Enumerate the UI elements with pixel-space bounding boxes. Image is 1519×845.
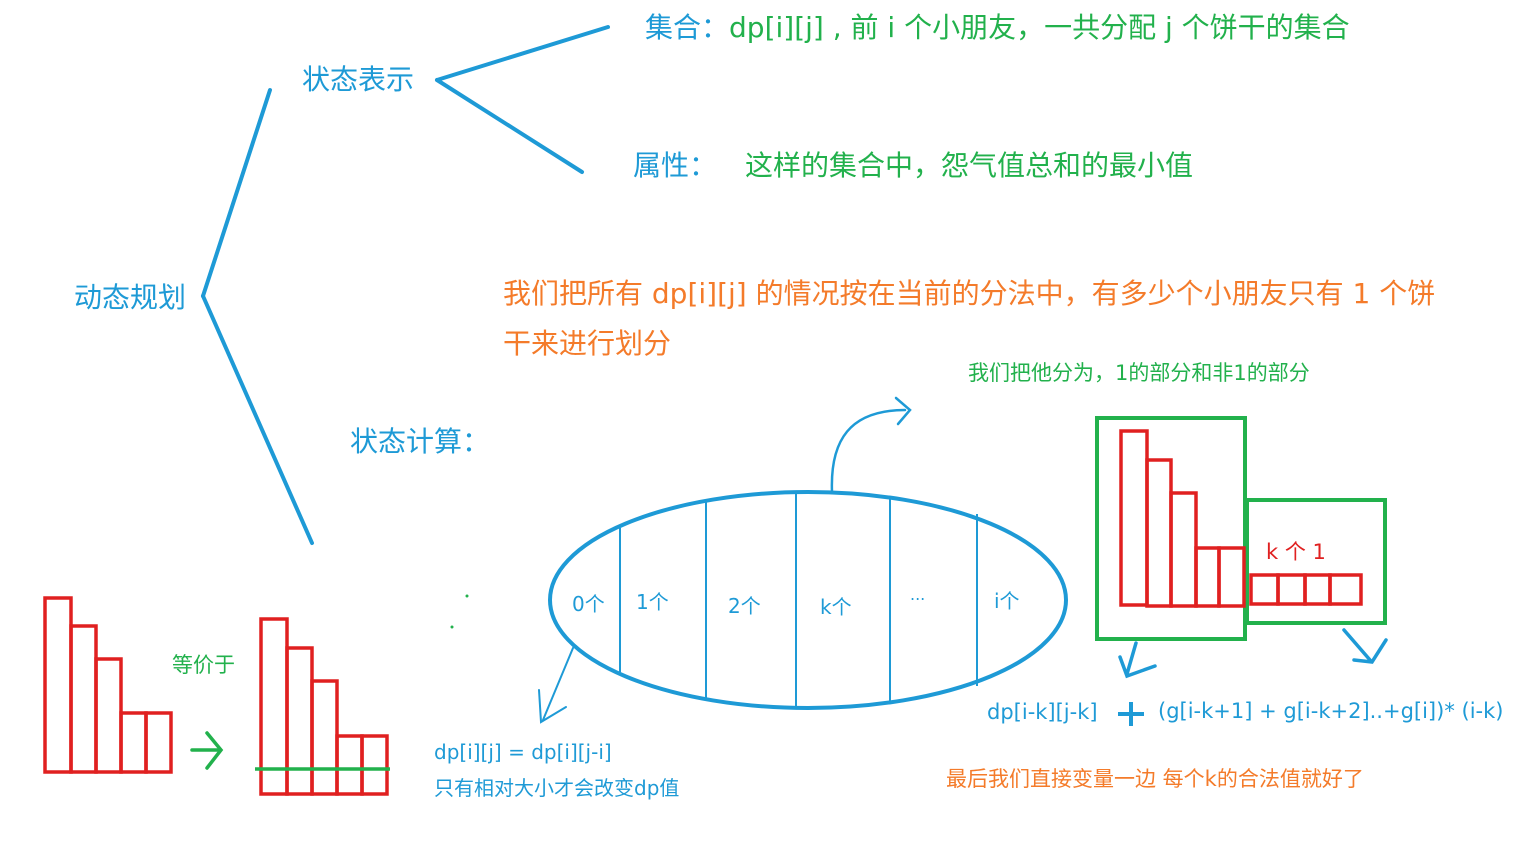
set-label: 集合： <box>645 11 730 44</box>
attr-text: 这样的集合中，怨气值总和的最小值 <box>745 149 1194 182</box>
equivalent-arrow <box>190 731 224 770</box>
staircase-original <box>43 596 173 774</box>
tree-branch-lower <box>201 294 314 545</box>
zero-case-arrow <box>538 647 574 724</box>
set-row: 集合：dp[i][j] , 前 i 个小朋友，一共分配 j 个饼干的集合 <box>645 11 1350 44</box>
one-part-box <box>1245 498 1387 625</box>
segment-label-k: k个 <box>820 595 852 619</box>
left-box-arrow <box>1118 641 1157 679</box>
zero-case-formula: dp[i][j] = dp[i][j-i] <box>434 740 612 764</box>
plus-sign <box>1118 702 1144 726</box>
zero-case-note: 只有相对大小才会改变dp值 <box>434 776 680 800</box>
segment-label-ellipsis: ... <box>910 585 926 604</box>
partition-note-line2: 干来进行划分 <box>503 327 672 360</box>
partition-ellipse <box>548 490 1068 710</box>
k-case-formula-right: (g[i-k+1] + g[i-k+2]..+g[i])* (i-k) <box>1158 699 1504 723</box>
set-text: dp[i][j] , 前 i 个小朋友，一共分配 j 个饼干的集合 <box>729 11 1350 44</box>
staircase-shifted <box>259 617 389 796</box>
attr-label: 属性： <box>633 149 718 182</box>
staircase-split <box>1119 429 1246 608</box>
root-label: 动态规划 <box>74 281 187 314</box>
state-repr-label: 状态表示 <box>302 63 415 96</box>
up-arrow <box>830 396 912 494</box>
k-ones-label: k 个 1 <box>1266 540 1326 564</box>
state-branch-bottom <box>435 78 584 174</box>
equivalent-label: 等价于 <box>172 653 235 677</box>
attr-row: 属性： 这样的集合中，怨气值总和的最小值 <box>633 149 1194 182</box>
final-note: 最后我们直接变量一边 每个k的合法值就好了 <box>946 767 1364 791</box>
state-calc-label: 状态计算： <box>350 425 491 458</box>
k-ones-row <box>1249 573 1363 606</box>
state-branch-top <box>435 25 610 82</box>
split-note: 我们把他分为，1的部分和非1的部分 <box>968 361 1310 385</box>
k-case-formula-left: dp[i-k][j-k] <box>987 700 1098 724</box>
segment-label-0: 0个 <box>572 592 605 616</box>
right-box-arrow <box>1342 628 1388 664</box>
segment-label-2: 2个 <box>728 594 761 618</box>
partition-note-line1: 我们把所有 dp[i][j] 的情况按在当前的分法中，有多少个小朋友只有 1 个… <box>503 277 1436 310</box>
tree-branch-upper <box>201 88 272 298</box>
segment-label-1: 1个 <box>636 590 669 614</box>
segment-label-i: i个 <box>994 589 1020 613</box>
